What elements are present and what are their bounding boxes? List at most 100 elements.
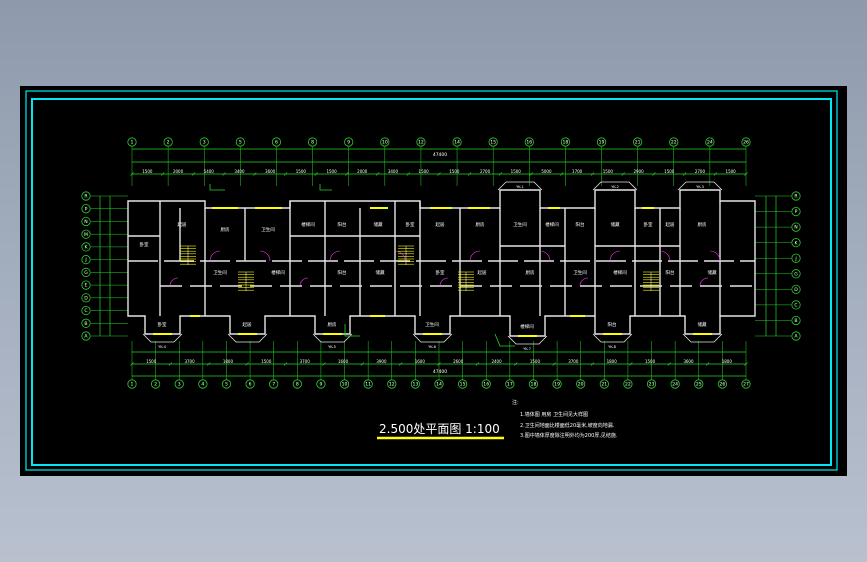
right-axis-bubble-label: C (794, 302, 797, 308)
bottom-axis-bubble: 14 (434, 379, 444, 389)
left-axis-bubble: R (81, 191, 91, 201)
room-label: 储藏 (698, 321, 707, 328)
bottom-axis-bubble-label: 5 (225, 382, 228, 388)
dimension-value: 1500 (142, 169, 153, 174)
section-markers (209, 184, 515, 347)
dimension-value: 3600 (683, 359, 694, 364)
bottom-axis-bubble: 7 (269, 379, 279, 389)
dimension-value: 1600 (415, 359, 426, 364)
left-axis-bubble-label: A (84, 334, 88, 340)
bottom-axis-bubble-label: 1 (131, 382, 134, 388)
bottom-axis-bubble-label: 19 (554, 382, 560, 388)
room-label: 起居 (178, 222, 187, 228)
dimension-value: 1500 (645, 359, 656, 364)
room-label: 阳台 (608, 321, 617, 328)
door-swings (169, 250, 721, 287)
room-label: 厨房 (221, 226, 230, 233)
bottom-axis-bubble-label: 20 (578, 382, 584, 388)
bottom-axis-bubble: 5 (221, 379, 232, 389)
top-axis-bubble: 22 (669, 137, 679, 147)
left-axis-bubble-label: G (84, 270, 88, 276)
note-line-2: 2.卫生间地面比楼面低20毫米,坡度向地漏. (520, 422, 615, 429)
bay-tag: YK-1 (516, 185, 524, 189)
dimension-value: 2000 (173, 169, 184, 174)
dimension-value: 3700 (300, 359, 311, 364)
left-axis-bubble-label: M (84, 232, 88, 238)
bottom-axis-bubble: 18 (528, 379, 539, 389)
right-axis-bubble-label: R (794, 194, 798, 200)
top-axis-bubble: 5 (235, 137, 245, 147)
room-label: 楼梯间 (271, 269, 285, 276)
right-axis-bubble: K (791, 238, 801, 248)
right-axis-bubble: P (791, 206, 801, 217)
room-label: 卧室 (140, 241, 149, 248)
room-label: 储藏 (611, 221, 620, 228)
room-label: 卫生间 (425, 321, 439, 328)
bay-roof-caps (142, 181, 723, 345)
stair-hatch (398, 245, 414, 265)
top-axis-bubble-label: 22 (671, 140, 677, 146)
stair-hatch (643, 271, 659, 291)
top-axis-bubble-label: 19 (599, 140, 605, 146)
dimension-value: 1500 (296, 169, 307, 174)
note-line-1: 1.墙体图 用房 卫生间见大样图 (520, 411, 588, 418)
bottom-axis-bubble: 10 (339, 379, 350, 389)
dimension-value: 1800 (607, 359, 618, 364)
right-axis-bubble: A (791, 331, 801, 341)
top-axis-bubble: 18 (560, 137, 571, 147)
bay-tag: YK-2 (611, 185, 619, 189)
top-axis-bubble-label: 10 (382, 140, 388, 146)
dimension-value: 1800 (223, 359, 234, 364)
dimension-value: 1700 (572, 169, 583, 174)
dimension-value: 1500 (261, 359, 272, 364)
room-label: 阳台 (338, 221, 347, 228)
bottom-overall-dim: 47400 (433, 369, 447, 375)
bottom-axis-bubble: 4 (198, 379, 208, 389)
bay-tag: YK-3 (696, 185, 704, 189)
room-label: 卫生间 (213, 269, 227, 276)
left-axis-bubble: B (81, 318, 91, 328)
dimension-value: 5000 (541, 169, 552, 174)
left-axis-bubble: A (81, 331, 91, 341)
right-axis-bubble-label: D (794, 287, 798, 293)
dimension-value: 3600 (265, 169, 276, 174)
left-axis-bubble-label: K (84, 245, 88, 251)
top-axis-bubble-label: 8 (311, 140, 314, 146)
outer-frame (25, 90, 838, 471)
bottom-axis-bubble-label: 15 (460, 382, 466, 388)
room-label: 储藏 (708, 269, 717, 276)
bottom-axis-bubble: 15 (458, 379, 468, 389)
left-axis-bubble: G (81, 267, 91, 277)
bottom-axis-bubble-label: 16 (483, 382, 489, 388)
right-axis-bubble: D (791, 284, 801, 294)
top-axis-bubble: 16 (524, 137, 534, 147)
top-axis-bubble-label: 5 (239, 140, 242, 146)
top-axis-bubble: 12 (416, 137, 426, 147)
drawing-notes: 注: 1.墙体图 用房 卫生间见大样图 2.卫生间地面比楼面低20毫米,坡度向地… (512, 399, 618, 439)
top-axis-bubble-label: 15 (490, 140, 496, 146)
right-axis-bubble-label: B (794, 318, 797, 324)
top-axis-bubble: 14 (452, 137, 462, 147)
left-axis-bubble-label: R (84, 194, 88, 200)
top-axis-bubble: 15 (488, 137, 498, 147)
bottom-axis-bubble-label: 17 (507, 382, 513, 388)
left-axis-bubble: D (81, 293, 91, 303)
bay-tag: YK-7 (523, 347, 531, 351)
left-axis-bubble: E (81, 280, 91, 290)
room-label: 卧室 (436, 269, 445, 276)
left-axis-bubble: N (81, 216, 91, 227)
left-axis-bubble-label: C (84, 308, 87, 314)
left-axis-bubble-label: E (85, 283, 88, 289)
top-axis-bubble-label: 16 (526, 140, 532, 146)
room-label: 卧室 (158, 321, 167, 328)
left-axis-bubble: K (81, 242, 91, 252)
dimension-value: 2700 (695, 169, 706, 174)
bottom-axis-bubble: 9 (316, 379, 326, 389)
bottom-axis-bubble-label: 6 (249, 382, 252, 388)
